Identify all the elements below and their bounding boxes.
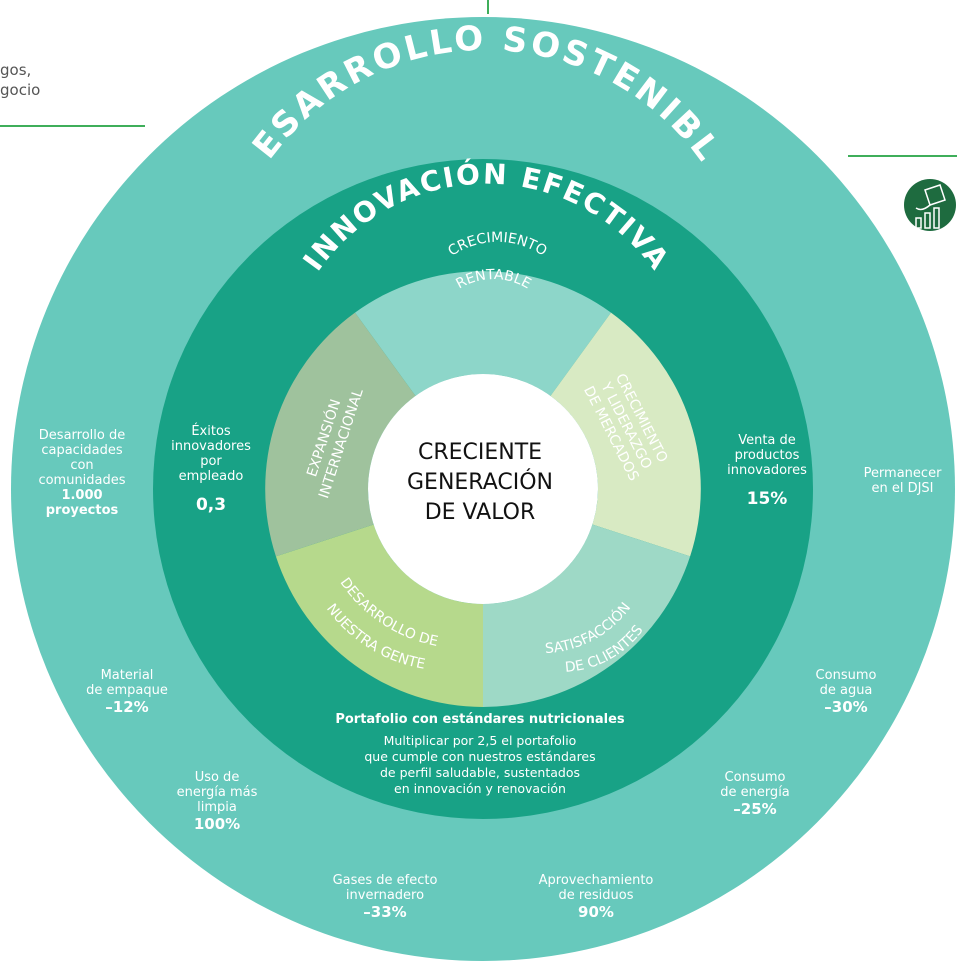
metric-gases-line2: invernadero xyxy=(345,888,425,903)
metric-djsi-line1: Permanecer xyxy=(863,466,942,481)
kite-chart-icon xyxy=(904,179,956,231)
portfolio-title: Portafolio con estándares nutricionales xyxy=(335,712,625,727)
metric-comunidades-value2: proyectos xyxy=(45,503,119,518)
portfolio-line2: que cumple con nuestros estándares xyxy=(364,749,596,764)
metric-agua-line2: de agua xyxy=(819,683,873,698)
metric-energia-limpia: Uso de energía más limpia 100% xyxy=(162,770,272,832)
metric-residuos-line1: Aprovechamiento xyxy=(538,873,654,888)
metric-comunidades-line3: con xyxy=(70,458,94,473)
metric-consumo-energia-line1: Consumo xyxy=(724,770,786,785)
metric-energia-limpia-line1: Uso de xyxy=(194,770,240,785)
metric-consumo-energia: Consumo de energía –25% xyxy=(700,770,810,817)
portfolio-line1: Multiplicar por 2,5 el portafolio xyxy=(383,733,577,748)
segment-liderazgo-mercados xyxy=(550,312,701,557)
metric-empaque-line2: de empaque xyxy=(86,683,168,698)
center-circle xyxy=(368,374,598,604)
metric-comunidades-line4: comunidades xyxy=(38,473,126,488)
metric-agua: Consumo de agua –30% xyxy=(791,668,901,715)
metric-energia-limpia-line3: limpia xyxy=(197,800,237,815)
metric-gases-value: –33% xyxy=(363,903,407,921)
portfolio-line4: en innovación y renovación xyxy=(394,781,566,796)
center-title-line2: GENERACIÓN xyxy=(407,470,553,495)
metric-empaque-line1: Material xyxy=(100,668,154,683)
metric-exitos-line4: empleado xyxy=(178,469,244,484)
center-title: CRECIENTE GENERACIÓN DE VALOR xyxy=(395,438,565,528)
segment-satisfaccion-clientes xyxy=(483,524,691,707)
metric-residuos-value: 90% xyxy=(578,903,614,921)
metric-energia-limpia-value: 100% xyxy=(193,815,241,833)
metric-agua-line1: Consumo xyxy=(815,668,877,683)
segment-desarrollo-gente xyxy=(275,524,483,707)
metric-residuos: Aprovechamiento de residuos 90% xyxy=(526,873,666,920)
portfolio-description: Multiplicar por 2,5 el portafolio que cu… xyxy=(300,733,660,797)
metric-venta-line1: Venta de xyxy=(738,433,796,448)
metric-venta-productos: Venta de productos innovadores 15% xyxy=(712,433,822,509)
metric-agua-value: –30% xyxy=(824,698,868,716)
portfolio-line3: de perfil saludable, sustentados xyxy=(379,765,580,780)
metric-venta-line2: productos xyxy=(734,448,800,463)
metric-exitos-line2: innovadores xyxy=(171,439,251,454)
metric-exitos-value: 0,3 xyxy=(195,495,227,515)
metric-comunidades-line1: Desarrollo de xyxy=(38,428,126,443)
metric-exitos-line1: Éxitos xyxy=(191,424,231,439)
metric-djsi-line2: en el DJSI xyxy=(871,481,934,496)
center-title-line1: CRECIENTE xyxy=(417,440,543,465)
metric-djsi: Permanecer en el DJSI xyxy=(848,466,957,496)
metric-venta-line3: innovadores xyxy=(727,463,807,478)
portfolio-block: Portafolio con estándares nutricionales … xyxy=(300,712,660,797)
metric-exitos-line3: por xyxy=(200,454,222,469)
metric-gases-line1: Gases de efecto xyxy=(332,873,438,888)
corner-text: gos, gocio xyxy=(0,60,40,100)
metric-empaque-value: –12% xyxy=(105,698,149,716)
metric-comunidades-value1: 1.000 xyxy=(61,488,103,503)
metric-empaque: Material de empaque –12% xyxy=(72,668,182,715)
metric-comunidades: Desarrollo de capacidades con comunidade… xyxy=(22,428,142,518)
metric-comunidades-line2: capacidades xyxy=(41,443,123,458)
metric-energia-limpia-line2: energía más xyxy=(176,785,258,800)
center-title-line3: DE VALOR xyxy=(424,500,536,525)
metric-consumo-energia-value: –25% xyxy=(733,800,777,818)
corner-text-line2: gocio xyxy=(0,81,41,99)
corner-text-line1: gos, xyxy=(0,61,32,79)
metric-exitos-innovadores: Éxitos innovadores por empleado 0,3 xyxy=(156,424,266,515)
segment-expansion-internacional xyxy=(265,312,416,557)
metric-consumo-energia-line2: de energía xyxy=(720,785,790,800)
metric-venta-value: 15% xyxy=(746,489,788,509)
metric-gases: Gases de efecto invernadero –33% xyxy=(320,873,450,920)
metric-residuos-line2: de residuos xyxy=(558,888,634,903)
segment-crecimiento-rentable xyxy=(355,271,611,396)
